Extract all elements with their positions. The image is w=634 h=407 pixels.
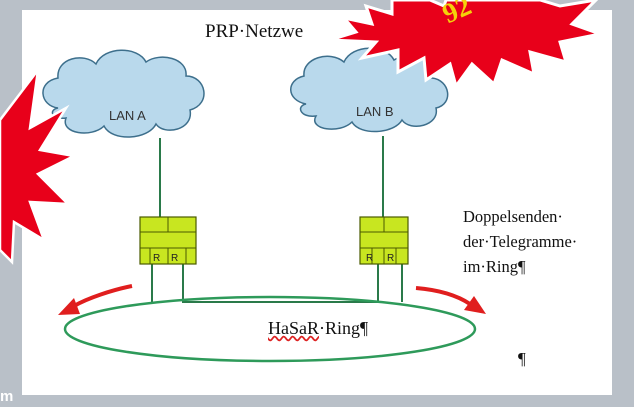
switch-right-port-label-1: R — [366, 253, 373, 264]
cloud-lan-b — [290, 47, 449, 133]
cutoff-text: m — [0, 388, 14, 405]
switch-left-port-label-1: R — [153, 253, 160, 264]
starburst-top-icon — [329, 0, 606, 90]
description-line-2: der·Telegramme· — [463, 232, 578, 251]
switch-left-port-label-2: R — [171, 253, 178, 264]
link-switch-left-ring-b — [182, 264, 190, 303]
cloud-label-lan-b: LAN B — [356, 104, 394, 119]
switch-right — [359, 216, 409, 265]
cloud-label-lan-a: LAN A — [109, 108, 146, 123]
ring-label-prefix: HaSaR — [268, 318, 319, 338]
paragraph-mark: ¶ — [518, 349, 526, 368]
arrow-left-icon — [58, 284, 133, 315]
switch-left — [139, 216, 197, 265]
switch-right-port-label-2: R — [387, 253, 394, 264]
starburst-left-icon — [0, 65, 78, 265]
cloud-lan-a — [42, 49, 205, 138]
hasar-ring — [63, 295, 477, 363]
description-line-1: Doppelsenden· — [463, 207, 563, 226]
description-text: Doppelsenden· der·Telegramme· im·Ring¶ — [463, 204, 633, 279]
diagram-title: PRP·Netzwe — [205, 21, 304, 42]
ring-label-suffix: ·Ring¶ — [319, 318, 369, 338]
ring-label: HaSaR·Ring¶ — [268, 318, 368, 339]
description-line-3: im·Ring¶ — [463, 257, 526, 276]
arrow-right-icon — [415, 286, 486, 314]
link-switch-right-ring-a — [370, 264, 379, 303]
